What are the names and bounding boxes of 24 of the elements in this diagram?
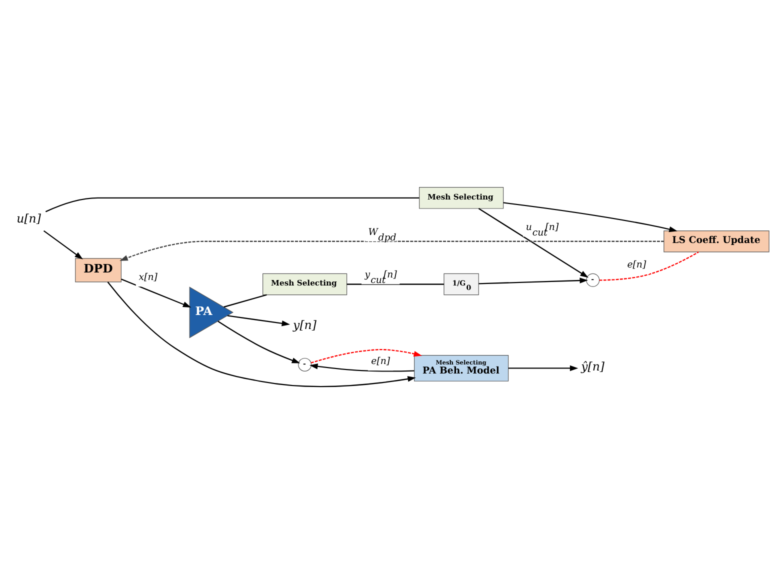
- connector: [599, 252, 699, 281]
- arrow: [508, 365, 578, 372]
- arrow: [310, 364, 414, 372]
- node-text: u[n]: [16, 212, 41, 226]
- node-box: LS Coeff. Update: [664, 230, 770, 252]
- arrow: [107, 282, 416, 388]
- arrow: [227, 315, 290, 326]
- connector: [346, 284, 444, 285]
- arrow: [503, 202, 678, 232]
- arrow: [43, 230, 83, 260]
- node-box: DPD: [75, 258, 122, 282]
- connector: [45, 197, 420, 212]
- edge-label: x[n]: [138, 272, 158, 284]
- arrow: [121, 278, 192, 308]
- arrow: [218, 320, 300, 364]
- arrow: [120, 240, 664, 261]
- node-text: y[n]: [293, 318, 316, 332]
- connector: [224, 294, 267, 308]
- edge-label: e[n]: [627, 260, 646, 271]
- arrow: [310, 349, 422, 364]
- arrow: [478, 278, 588, 284]
- edge-label: e[n]: [371, 356, 390, 367]
- node-text: ŷ[n]: [581, 360, 604, 374]
- arrow: [478, 208, 588, 278]
